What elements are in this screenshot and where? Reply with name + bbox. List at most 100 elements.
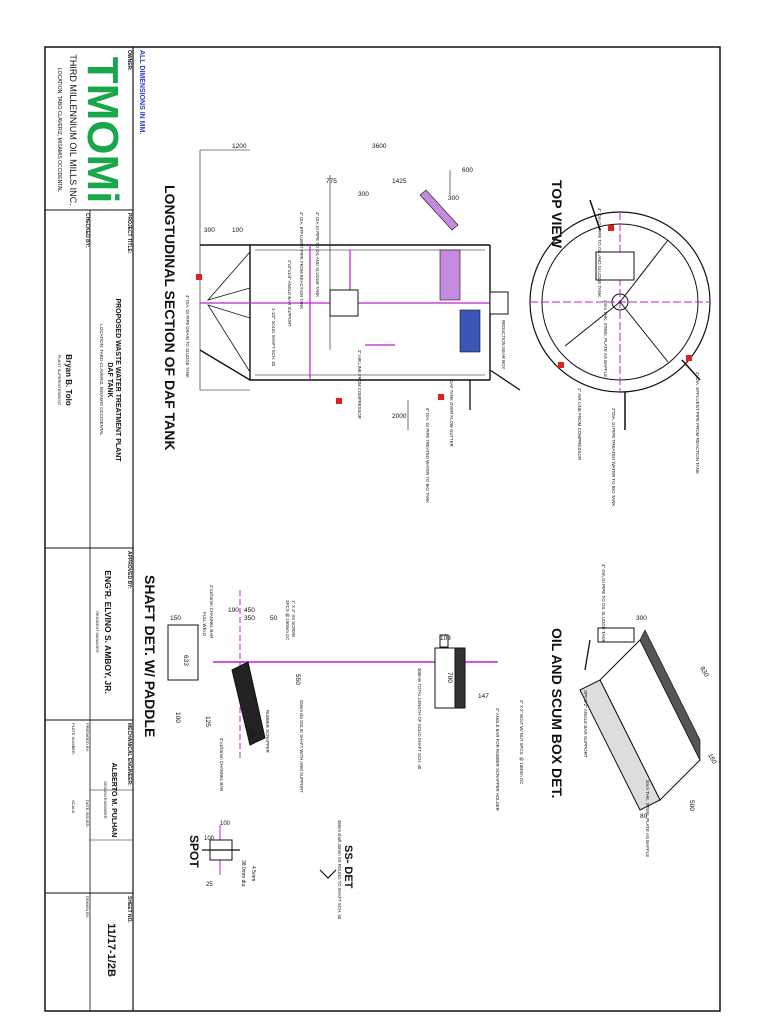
spot-dim-1-group: 100 <box>204 836 215 842</box>
long-note-gutter: DAF TANK OVER FLOW GUTTER <box>449 380 454 447</box>
oil-note-support: SPCS-2" ANGLE BAR SUPPORT <box>583 690 588 758</box>
top-note-airline: 2" AIR LINE FROM COMPRESSOR <box>577 388 582 461</box>
drawn-label-group: DRAWN BY: <box>85 896 90 918</box>
top-note-treated: 2"DIA. GI PIPE TREATED WATER TO BIO TANK <box>611 408 616 506</box>
shaft-dim-8-group: 550 <box>294 674 301 685</box>
shaft-dim-1-group: 190 <box>228 607 239 614</box>
company-logo: TMOMi <box>78 57 127 204</box>
top-note-baffle: 3mm THK. STEEL PLATE AS BAFFLE <box>603 300 608 377</box>
checker-name-group: Bryan B. Tolo <box>64 354 73 406</box>
mech-name-group: ALBERTO M. PULHAN <box>110 763 117 838</box>
long-note-drain: 4" DIA. GI PIPE DRAIN TO SLUDGE TANK <box>185 295 190 378</box>
oil-dim-0-group: 300 <box>636 615 647 622</box>
shaft-note-5-group: 2" X 2" BOLT W/ NUT SPCS. @ 100mm OC <box>519 700 524 784</box>
sheet-number: 11/17-1/2B <box>105 923 117 977</box>
long-note-shaft: 1-1/2" SOLID SHAFT SCH. 40 <box>271 308 276 367</box>
shaft-note-0-group: 1" X 2" SS SCREW <box>291 600 296 638</box>
prepared-by-label: PREPARED BY: <box>85 723 90 752</box>
checker-role-group: PLANT SUPERINTENDENT <box>57 355 62 406</box>
oil-dim-830: 830 <box>698 666 710 679</box>
long-dim-0-group: 1200 <box>232 143 247 150</box>
shaft-dim-100: 100 <box>174 712 181 723</box>
long-dim-1-group: 3600 <box>372 143 387 150</box>
longitudinal-drawing <box>196 149 521 430</box>
drawn-by-label: DRAWN BY: <box>85 896 90 918</box>
long-note-4-group: 2" AIR LINE FROM COMPRESSOR <box>357 350 362 419</box>
oil-dim-1-group: 830 <box>698 666 710 679</box>
shaft-dim-550: 550 <box>294 674 301 685</box>
checker-role: PLANT SUPERINTENDENT <box>57 355 62 406</box>
oil-note-2-group: SPCS-2" ANGLE BAR SUPPORT <box>583 690 588 758</box>
mech-role-group: DESIGN ENGINEER <box>103 781 108 818</box>
shaft-dim-2-group: 450 <box>244 607 255 614</box>
oil-dim-160: 160 <box>706 753 718 766</box>
shaft-dim-150: 150 <box>170 615 181 622</box>
long-dim-9-group: 2000 <box>392 413 407 420</box>
top-note-2-group: 2" DIA. EFFLUENT PIPE FROM REACTION TANK <box>695 372 700 474</box>
shaft-dim-3-group: 350 <box>244 615 255 622</box>
long-note-5-group: 4" DIA. GI PIPE DRAIN TO SLUDGE TANK <box>185 295 190 378</box>
long-dim-2-group: 775 <box>326 178 337 185</box>
mech-label-group: MECHANICAL ENGINEER: <box>126 723 132 786</box>
long-dim-4-group: 600 <box>462 167 473 174</box>
approved-label-group: APPROVED BY: <box>126 551 132 589</box>
ss-weld-symbol <box>319 869 337 879</box>
owner-label-group: OWNER: <box>126 50 132 71</box>
project-title-group: PROPOSED WASTE WATER TREATMENT PLANT <box>114 298 121 462</box>
shaft-dim-450: 450 <box>244 607 255 614</box>
dimensions-note: ALL DIMENSIONS IN MM. <box>138 50 145 134</box>
sheet-no-label-group: SHEET NO. <box>126 896 132 924</box>
dim-note-group: ALL DIMENSIONS IN MM. <box>138 50 145 134</box>
project-title-line2: DAF TANK <box>106 362 113 397</box>
scale-label: SCALE: <box>71 800 76 814</box>
shaft-note-bolt: 2" X 2" BOLT W/ NUT SPCS. @ 100mm OC <box>519 700 524 784</box>
dim-600: 600 <box>462 167 473 174</box>
shaft-dim-0-group: 150 <box>170 615 181 622</box>
top-marker-1 <box>686 355 692 361</box>
top-view-drawing <box>529 199 711 430</box>
long-title-group: LONGTUDINAL SECTION OF DAF TANK <box>162 185 178 450</box>
oil-note-plate: 3mm THK. STEEL PLATE AS BAFFLE <box>645 780 650 857</box>
shaft-note-channel: 2"x3/16mm CHANNEL BAR <box>209 585 214 638</box>
spot-dim-0-group: 100 <box>220 821 231 827</box>
oil-dim-300: 300 <box>636 615 647 622</box>
long-marker-1 <box>196 274 202 280</box>
long-note-8-group: 2"x2"x1/4" ANGLE BAR SUPPORT <box>287 260 292 327</box>
project-location: LOCATION: TABO-CLAVERIZ, MISAMIS OCCIDEN… <box>99 324 104 436</box>
top-note-3-group: 2" AIR LINE FROM COMPRESSOR <box>577 388 582 461</box>
shaft-note-channel2: 3"x3/16mm CHANNEL BAR <box>219 738 224 791</box>
oil-dim-3-group: 500 <box>688 800 695 811</box>
spot-title-group: SPOT <box>187 835 201 868</box>
shaft-note-spacing: SPCS @ 150mm OC <box>285 600 290 640</box>
ss-detail-title: SS- DET <box>342 845 354 889</box>
sheet-no-group: 11/17-1/2B <box>105 923 117 977</box>
long-note-0-group: 4" DIA.GI PIPE TO OIL AND SLUDGE TANK <box>315 212 320 297</box>
company-location-group: LOCATION: TABO-CLAVERIZ, MISAMIS OCCIDEN… <box>56 68 62 192</box>
shaft-note-weld: FULL WELD <box>202 612 207 636</box>
paddle-lower <box>231 661 266 746</box>
inlet-pipe <box>419 189 459 231</box>
spot-dim-2-group: 25 <box>206 882 213 888</box>
prepared-label-group: PREPARED BY: <box>85 723 90 752</box>
spot-dim-100-b: 100 <box>204 836 215 842</box>
chamber-left <box>439 249 461 301</box>
channel-bar-box <box>167 624 199 681</box>
box-end-face <box>639 629 701 761</box>
spot-dim-thk: 4.5mm <box>250 866 256 881</box>
mech-engineer-label: MECHANICAL ENGINEER: <box>126 723 132 786</box>
owner-label: OWNER: <box>126 50 132 71</box>
shaft-note-1-group: SPCS @ 150mm OC <box>285 600 290 640</box>
shaft-top-cap <box>439 634 449 648</box>
checked-label-group: CHECKED BY: <box>84 213 90 248</box>
ss-note: 38mm shaft 20mm SS ROUND TO SHAFT SCH. 4… <box>337 820 342 920</box>
oil-dim-500: 500 <box>688 800 695 811</box>
oil-dim-2-group: 160 <box>706 753 718 766</box>
checker-name: Bryan B. Tolo <box>64 354 73 406</box>
top-arm-3 <box>564 301 621 347</box>
shaft-note-4-group: RUBBER SCRAPPER <box>265 710 270 753</box>
oil-dim-80: 80 <box>640 813 648 820</box>
ss-title-group: SS- DET <box>342 845 354 889</box>
approver-name: ENG'R. ELVINO S. AMBOY, JR. <box>103 570 113 693</box>
